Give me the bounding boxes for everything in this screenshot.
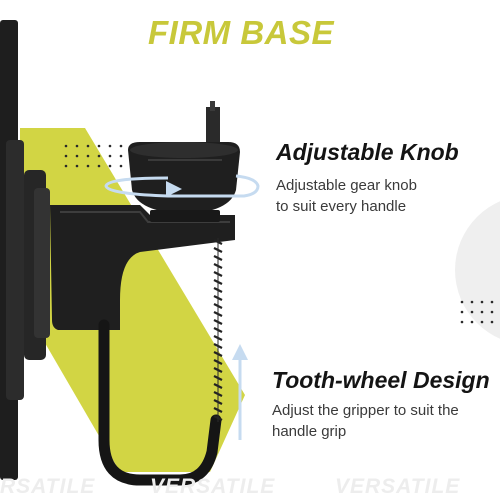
feature-title-tooth-wheel: Tooth-wheel Design: [272, 367, 490, 393]
description-line: Adjust the gripper to suit the: [272, 402, 459, 419]
description-line: Adjustable gear knob: [276, 177, 417, 194]
watermark-text: VERSATILE: [150, 475, 276, 498]
feature-title-adjustable-knob: Adjustable Knob: [276, 139, 459, 165]
watermark-text: VERSATILE: [0, 475, 96, 498]
mount-arm: [50, 205, 235, 330]
page-title: FIRM BASE: [148, 14, 334, 51]
watermark-row: VERSATILE VERSATILE VERSATILE: [0, 472, 500, 500]
feature-description-tooth-wheel: Adjust the gripper to suit the handle gr…: [272, 400, 459, 442]
description-line: to suit every handle: [276, 198, 407, 215]
clamp-arm: [0, 20, 50, 480]
background-circle: [455, 201, 500, 339]
description-line: handle grip: [272, 423, 347, 440]
feature-description-adjustable-knob: Adjustable gear knob to suit every handl…: [276, 175, 417, 217]
gripper-cable: [98, 319, 222, 486]
dot-pattern-left: [64, 144, 123, 168]
watermark-text: VERSATILE: [335, 475, 461, 498]
dot-pattern-right: [460, 300, 494, 324]
adjustment-knob: [128, 101, 240, 222]
up-arrow-icon: [232, 344, 248, 440]
rotate-arrow-icon: [104, 174, 260, 198]
